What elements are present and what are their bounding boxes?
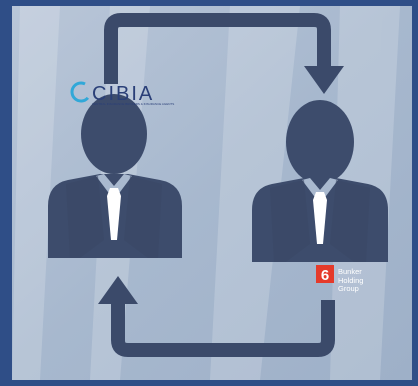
tie-right (313, 192, 327, 244)
bunker-line-3: Group (338, 284, 359, 293)
bunker-logo: 6 (316, 265, 334, 284)
bunker-line-2: Holding (338, 275, 364, 285)
cibia-wordmark: CIBIA (92, 83, 154, 105)
arrow-bottom-icon (98, 276, 335, 357)
tie-left (107, 188, 121, 240)
arrow-top-icon (104, 13, 344, 94)
person-right-icon (252, 100, 388, 262)
person-left-icon (48, 94, 182, 258)
bunker-wordmark: Bunker Holding Group (338, 267, 364, 294)
bunker-digit: 6 (321, 267, 329, 284)
bunker-line-1: Bunker (338, 267, 362, 276)
cibia-fine-print: CENTRAL INSURANCE BROKERS & INSURANCE AG… (92, 102, 174, 106)
cibia-logo: CIBIA CENTRAL INSURANCE BROKERS & INSURA… (70, 81, 174, 106)
